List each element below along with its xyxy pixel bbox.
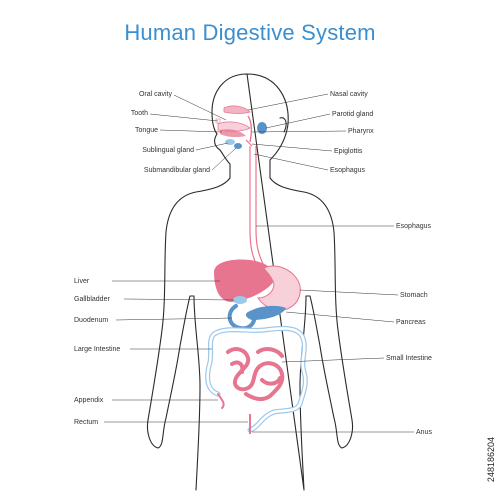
body-outline: [146, 73, 354, 491]
stomach-shape: [257, 265, 301, 311]
label-rectum: Rectum: [74, 419, 99, 426]
diagram-title: Human Digestive System: [124, 20, 376, 45]
pharynx-shape: [247, 115, 253, 143]
stock-id-strip: 248186204: [486, 0, 496, 500]
label-stomach: Stomach: [400, 292, 428, 299]
liver-shape: [214, 259, 276, 302]
label-nasal-cavity: Nasal cavity: [330, 91, 368, 98]
label-gallbladder: Gallbladder: [74, 296, 110, 303]
small-intestine-shape: [226, 347, 285, 402]
appendix-shape: [217, 393, 225, 409]
label-submandibular-gland: Submandibular gland: [143, 167, 210, 174]
label-esophagus: Esophagus: [396, 223, 432, 230]
parotid-gland-shape: [257, 122, 267, 134]
label-duodenum: Duodenum: [74, 317, 109, 324]
gallbladder-shape: [233, 296, 247, 304]
leader-lines: [104, 93, 414, 433]
submandibular-gland-shape: [234, 143, 242, 149]
label-small-intestine: Small Intestine: [386, 355, 432, 362]
label-oral-cavity: Oral cavity: [138, 91, 172, 98]
nasal-cavity-shape: [223, 105, 251, 114]
label-epiglottis: Epiglottis: [334, 148, 363, 155]
label-tooth: Tooth: [130, 110, 148, 117]
large-intestine-shape: [205, 325, 308, 433]
head-organs: [215, 105, 267, 149]
ear-outline: [279, 117, 287, 133]
esophagus-tube: [249, 146, 265, 269]
label-liver: Liver: [74, 278, 90, 285]
label-sublingual-gland: Sublingual gland: [142, 147, 194, 154]
label-parotid-gland: Parotid gland: [332, 111, 374, 118]
epiglottis-shape: [245, 139, 253, 147]
label-appendix: Appendix: [74, 397, 104, 404]
label-large-intestine: Large Intestine: [74, 346, 121, 353]
stock-id: 248186204: [486, 436, 496, 482]
label-tongue: Tongue: [135, 127, 158, 134]
label-pharynx: Pharynx: [348, 128, 374, 135]
label-pancreas: Pancreas: [396, 319, 426, 326]
sublingual-gland-shape: [225, 139, 235, 145]
label-esophagus-upper: Esophagus: [330, 167, 366, 174]
label-anus: Anus: [416, 429, 432, 436]
tongue-shape: [220, 129, 246, 138]
